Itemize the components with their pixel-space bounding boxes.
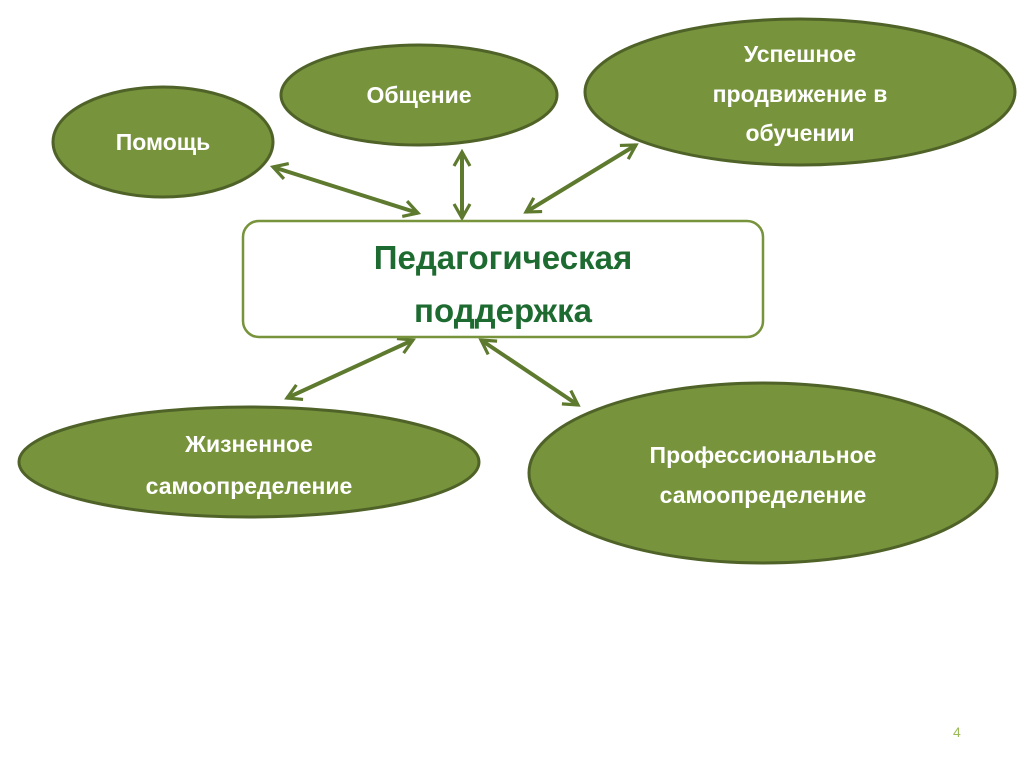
node-professional: Профессиональное самоопределение: [527, 381, 999, 565]
arrow-learning: [523, 143, 639, 214]
arrow-professional: [478, 338, 581, 407]
center-title-line1: Педагогическая: [374, 239, 632, 276]
node-professional-line1: Профессиональное: [650, 442, 877, 468]
node-learning-line1: Успешное: [744, 41, 856, 67]
node-life: Жизненное самоопределение: [17, 405, 481, 519]
node-life-line2: самоопределение: [146, 473, 353, 499]
center-title-line2: поддержка: [414, 292, 593, 329]
arrow-life: [284, 336, 416, 402]
node-communication: Общение: [279, 43, 559, 147]
center-box: Педагогическая поддержка: [241, 219, 765, 339]
node-help: Помощь: [51, 85, 275, 199]
node-professional-line2: самоопределение: [660, 482, 867, 508]
node-life-line1: Жизненное: [184, 431, 313, 457]
node-help-label: Помощь: [116, 129, 211, 155]
arrow-help: [269, 162, 422, 218]
node-learning-line2: продвижение в: [713, 81, 888, 107]
node-learning-line3: обучении: [745, 120, 854, 146]
node-learning: Успешное продвижение в обучении: [583, 17, 1017, 167]
slide-number: 4: [953, 724, 961, 740]
node-communication-label: Общение: [366, 82, 471, 108]
